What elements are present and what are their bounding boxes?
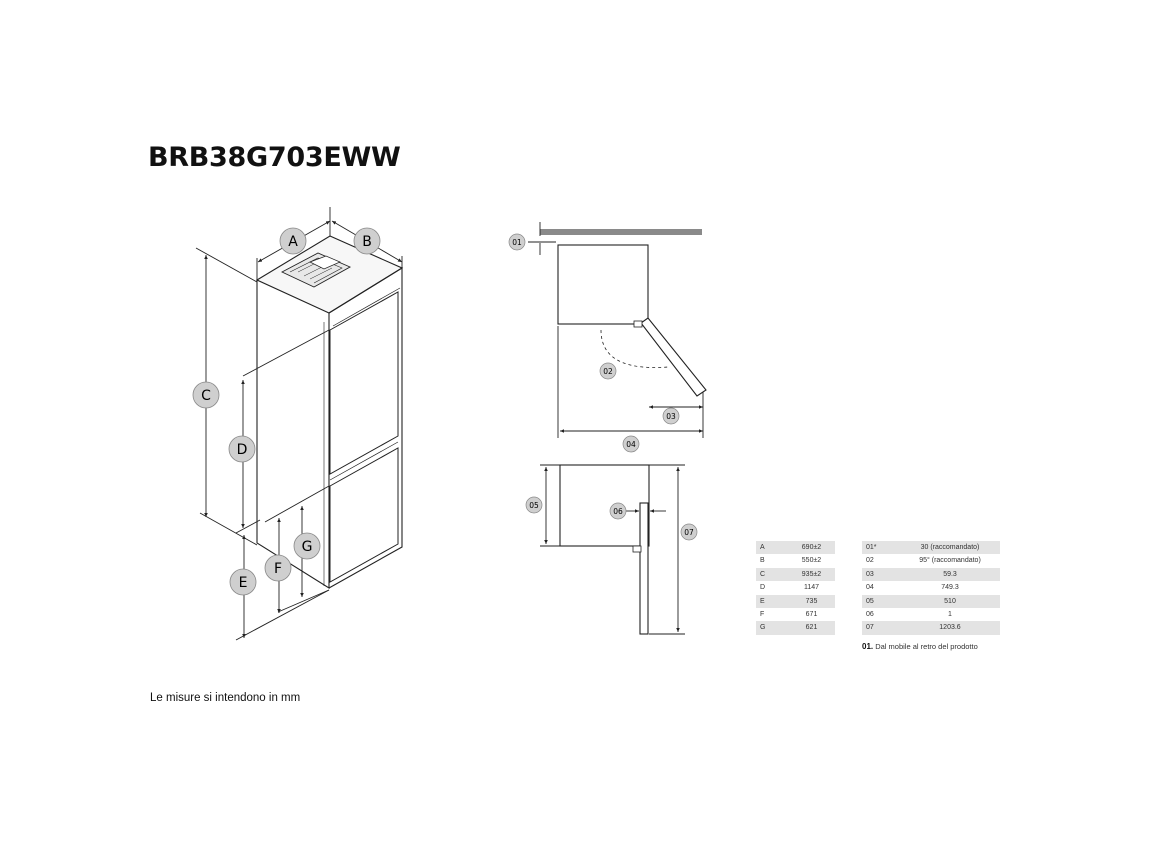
dimension-key: A bbox=[756, 541, 788, 555]
label-04-bubble: 04 bbox=[622, 435, 640, 453]
label-c-bubble: C bbox=[192, 381, 220, 409]
label-e-bubble: E bbox=[229, 568, 257, 596]
dimension-key: B bbox=[756, 554, 788, 568]
dimension-value: 935±2 bbox=[788, 567, 835, 582]
label-g-text: G bbox=[302, 539, 313, 555]
dimension-key: 05 bbox=[862, 594, 900, 609]
dimension-value: 690±2 bbox=[788, 541, 835, 555]
dimension-value: 95° (raccomandato) bbox=[900, 554, 1000, 568]
dimension-value: 621 bbox=[788, 621, 835, 635]
dimension-key: C bbox=[756, 567, 788, 582]
front-view-drawing bbox=[559, 464, 650, 635]
label-f-bubble: F bbox=[264, 554, 292, 582]
dimension-key: G bbox=[756, 621, 788, 635]
dimension-key: F bbox=[756, 608, 788, 622]
label-c-text: C bbox=[201, 388, 211, 404]
label-03-bubble: 03 bbox=[662, 407, 680, 425]
top-view-labels: 01 02 03 04 bbox=[508, 233, 680, 453]
front-view-dimension-lines bbox=[540, 464, 685, 635]
dimension-key: 04 bbox=[862, 581, 900, 595]
label-07-bubble: 07 bbox=[680, 523, 698, 541]
label-f-text: F bbox=[274, 561, 282, 577]
label-d-bubble: D bbox=[228, 435, 256, 463]
label-b-text: B bbox=[362, 234, 372, 250]
dimension-value: 550±2 bbox=[788, 554, 835, 568]
label-03-text: 03 bbox=[666, 412, 676, 421]
dimension-value: 59.3 bbox=[900, 567, 1000, 582]
label-b-bubble: B bbox=[353, 227, 381, 255]
label-01-bubble: 01 bbox=[508, 233, 526, 251]
dimension-value: 30 (raccomandato) bbox=[900, 541, 1000, 555]
dimension-key: 07 bbox=[862, 621, 900, 635]
dimension-key: 01* bbox=[862, 541, 900, 555]
label-01-text: 01 bbox=[512, 238, 522, 247]
top-view-dimension-lines bbox=[528, 222, 704, 438]
dimension-value: 1147 bbox=[788, 581, 835, 595]
dimension-key: 02 bbox=[862, 554, 900, 568]
label-05-bubble: 05 bbox=[525, 496, 543, 514]
dimension-key: 06 bbox=[862, 608, 900, 622]
footnote: 01. Dal mobile al retro del prodotto bbox=[862, 642, 978, 651]
table-row: 01*30 (raccomandato) bbox=[862, 541, 1000, 555]
label-a-text: A bbox=[288, 234, 298, 250]
label-06-bubble: 06 bbox=[609, 502, 627, 520]
units-note: Le misure si intendono in mm bbox=[150, 692, 301, 704]
label-02-text: 02 bbox=[603, 367, 613, 376]
dimension-value: 1 bbox=[900, 608, 1000, 622]
dimension-key: 03 bbox=[862, 567, 900, 582]
dimension-key: D bbox=[756, 581, 788, 595]
dimension-value: 749.3 bbox=[900, 581, 1000, 595]
label-a-bubble: A bbox=[279, 227, 307, 255]
footnote-text: Dal mobile al retro del prodotto bbox=[875, 642, 978, 651]
dimension-value: 671 bbox=[788, 608, 835, 622]
page-title: BRB38G703EWW bbox=[148, 142, 401, 173]
label-06-text: 06 bbox=[613, 507, 623, 516]
label-05-text: 05 bbox=[529, 501, 539, 510]
dimension-value: 735 bbox=[788, 594, 835, 609]
label-07-text: 07 bbox=[684, 528, 694, 537]
dimension-value: 1203.6 bbox=[900, 621, 1000, 635]
dimension-value: 510 bbox=[900, 594, 1000, 609]
footnote-marker: 01. bbox=[862, 642, 874, 651]
label-e-text: E bbox=[239, 575, 248, 591]
dimension-key: E bbox=[756, 594, 788, 609]
label-04-text: 04 bbox=[626, 440, 636, 449]
side-view-labels: A B C D E F G bbox=[192, 227, 381, 596]
front-view-labels: 05 06 07 bbox=[525, 496, 698, 541]
label-d-text: D bbox=[237, 442, 248, 458]
label-g-bubble: G bbox=[293, 532, 321, 560]
label-02-bubble: 02 bbox=[599, 362, 617, 380]
top-view-drawing bbox=[540, 229, 707, 397]
